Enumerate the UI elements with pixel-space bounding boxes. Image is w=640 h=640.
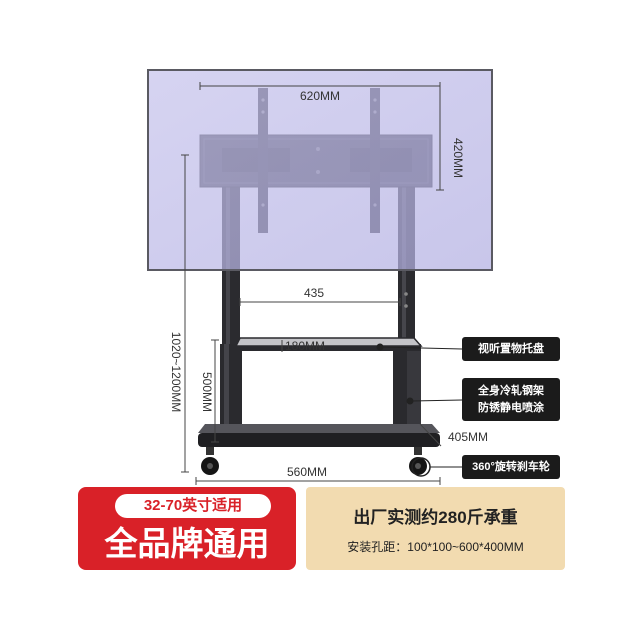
dimension-lines xyxy=(181,82,444,485)
av-tray xyxy=(234,337,423,351)
callout-steel-frame-line1: 全身冷轧钢架 xyxy=(478,384,544,397)
spec-banner: 出厂实测约280斤承重 安装孔距：100*100~600*400MM xyxy=(306,487,565,570)
size-range-badge: 32-70英寸适用 xyxy=(115,494,271,518)
callout-av-tray-text: 视听置物托盘 xyxy=(478,342,544,355)
label-base-depth: 405MM xyxy=(448,430,488,444)
load-capacity-text: 出厂实测约280斤承重 xyxy=(353,508,518,527)
callout-brake-wheel-text: 360°旋转刹车轮 xyxy=(472,460,550,473)
callout-av-tray: 视听置物托盘 xyxy=(462,337,560,361)
label-screen-width: 620MM xyxy=(300,89,340,103)
label-base-width: 560MM xyxy=(287,465,327,479)
compatibility-headline: 全品牌通用 xyxy=(104,525,270,562)
label-lower-height: 500MM xyxy=(200,372,214,412)
callout-steel-frame-line2: 防锈静电喷涂 xyxy=(478,401,544,414)
label-screen-height: 420MM xyxy=(451,138,465,178)
dim-line-base-depth xyxy=(419,423,442,447)
compatibility-banner: 32-70英寸适用 全品牌通用 xyxy=(78,487,296,570)
callout-brake-wheel: 360°旋转刹车轮 xyxy=(462,455,560,479)
callout-leaders xyxy=(376,343,463,477)
base-plate xyxy=(198,424,440,447)
callout-steel-frame: 全身冷轧钢架 防锈静电喷涂 xyxy=(462,378,560,421)
label-tray: 180MM xyxy=(285,339,325,353)
tv-screen xyxy=(147,69,493,271)
label-total-height: 1020~1200MM xyxy=(169,332,183,412)
mounting-hole-text: 安装孔距：100*100~600*400MM xyxy=(347,540,524,554)
label-pillar-spacing: 435 xyxy=(304,286,324,300)
